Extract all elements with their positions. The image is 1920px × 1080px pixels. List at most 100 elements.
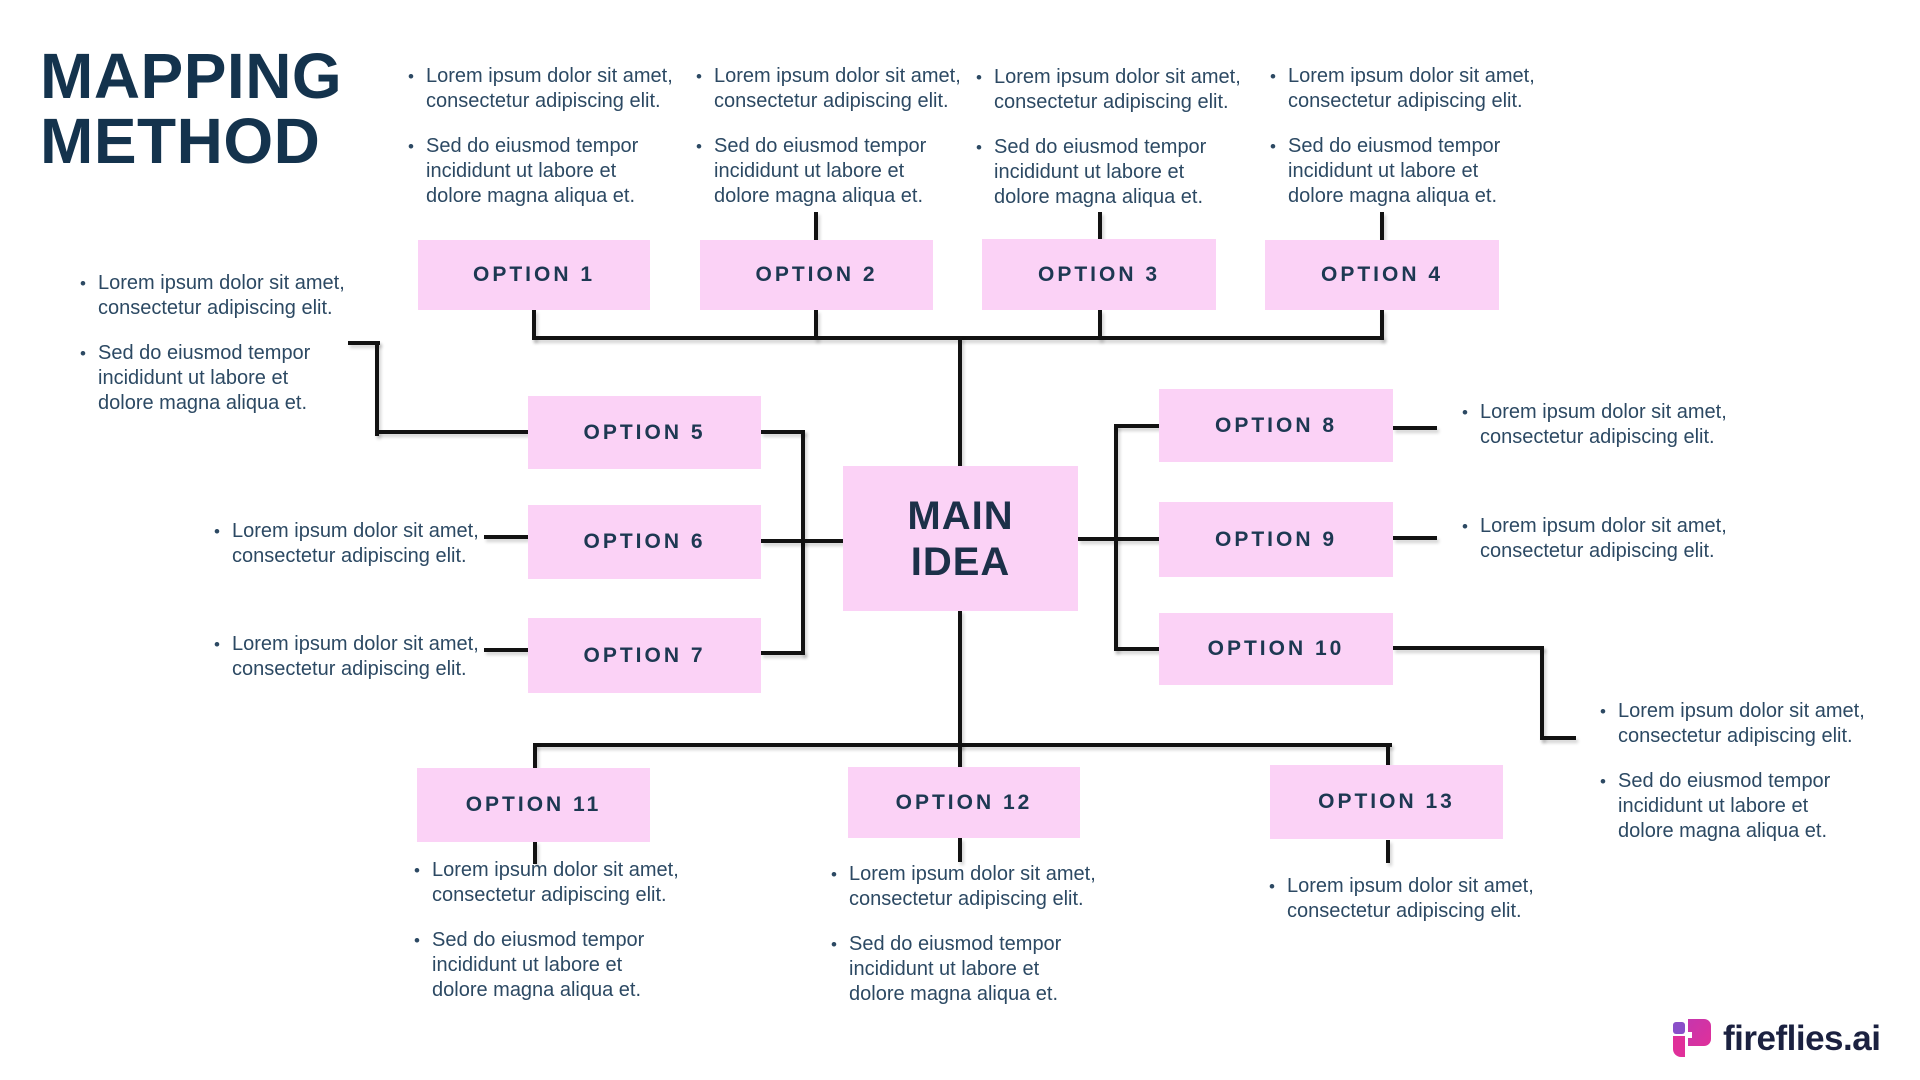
bullet-group-option-3: •Lorem ipsum dolor sit amet, consectetur… xyxy=(976,65,1256,230)
option-10-label: OPTION 10 xyxy=(1207,637,1345,660)
fireflies-logo[interactable]: fireflies.ai xyxy=(1673,1018,1881,1060)
option-11-label: OPTION 11 xyxy=(465,793,602,816)
bullet-item: •Lorem ipsum dolor sit amet, consectetur… xyxy=(214,519,494,569)
option-11-stub-top-line xyxy=(533,743,537,770)
option-3-label: OPTION 3 xyxy=(1037,262,1161,286)
left-elbow-h1-line xyxy=(348,341,380,345)
option-8-bullet-line xyxy=(1393,426,1437,430)
option-1-stub-line xyxy=(532,310,536,340)
bullet-item: • Sed do eiusmod tempor incididunt ut lab… xyxy=(1600,769,1880,844)
bullet-item: •Lorem ipsum dolor sit amet, consectetur… xyxy=(976,65,1256,115)
bullet-dot-icon: • xyxy=(408,137,414,156)
bullet-text: Sed do eiusmod tempor incididunt ut labo… xyxy=(432,929,645,1001)
main-left-line xyxy=(761,539,843,543)
bullet-item: • Sed do eiusmod tempor incididunt ut lab… xyxy=(1270,134,1550,209)
bullet-item: • Lorem ipsum dolor sit amet, consectetur… xyxy=(1462,514,1742,564)
bullet-dot-icon: • xyxy=(976,68,982,87)
option-8-box: OPTION 8 xyxy=(1159,389,1393,462)
bullet-dot-icon: • xyxy=(976,138,982,157)
option-5-label: OPTION 5 xyxy=(583,420,706,444)
option-4-box: OPTION 4 xyxy=(1265,240,1499,310)
bullet-dot-icon: • xyxy=(1270,137,1276,156)
bullet-group-option-10: • Lorem ipsum dolor sit amet, consectetur… xyxy=(1600,699,1880,864)
bullet-group-option-7: •Lorem ipsum dolor sit amet, consectetur… xyxy=(214,632,494,702)
option-3-box: OPTION 3 xyxy=(982,239,1216,310)
bullet-text: Sed do eiusmod tempor incididunt ut labo… xyxy=(1618,770,1831,842)
bullet-group-option-9: • Lorem ipsum dolor sit amet, consectetur… xyxy=(1462,514,1742,584)
tick-above-option-2-line xyxy=(814,212,818,242)
option-9-box: OPTION 9 xyxy=(1159,502,1393,577)
bullet-text: Sed do eiusmod tempor incididunt ut labo… xyxy=(849,933,1062,1005)
bullet-text: Lorem ipsum dolor sit amet, consectetur … xyxy=(1480,515,1727,562)
page-title: MAPPING METHOD xyxy=(40,40,343,177)
option-13-stub-top-line xyxy=(1386,743,1390,767)
option-9-bullet-line xyxy=(1393,536,1437,540)
bullet-item: •Lorem ipsum dolor sit amet, consectetur… xyxy=(80,271,360,321)
bullet-text: Sed do eiusmod tempor incididunt ut labo… xyxy=(1288,135,1501,207)
bullet-item: • Lorem ipsum dolor sit amet, consectetur… xyxy=(696,64,976,114)
bullet-item: • Sed do eiusmod tempor incididunt ut lab… xyxy=(976,135,1256,210)
bullet-text: Lorem ipsum dolor sit amet, consectetur … xyxy=(714,65,961,112)
tick-above-option-3-line xyxy=(1098,212,1102,242)
option-2-box: OPTION 2 xyxy=(700,240,933,310)
option-12-stub-bottom-line xyxy=(958,838,962,862)
fireflies-logo-icon xyxy=(1673,1019,1711,1057)
option-7-label: OPTION 7 xyxy=(583,643,706,667)
option-10-stub-line xyxy=(1114,647,1161,651)
bullet-text: Lorem ipsum dolor sit amet, consectetur … xyxy=(98,272,345,319)
option-6-box: OPTION 6 xyxy=(528,505,761,579)
bullet-text: Sed do eiusmod tempor incididunt ut labo… xyxy=(98,342,311,414)
main-right-line xyxy=(1078,537,1161,541)
bullet-dot-icon: • xyxy=(414,861,420,880)
option-12-label: OPTION 12 xyxy=(895,790,1033,814)
bullet-item: •Sed do eiusmod tempor incididunt ut lab… xyxy=(408,134,688,209)
option-13-label: OPTION 13 xyxy=(1318,790,1455,813)
bullet-dot-icon: • xyxy=(1462,517,1468,536)
option-1-label: OPTION 1 xyxy=(472,263,596,286)
option-5-box: OPTION 5 xyxy=(528,396,761,469)
top-trunk-line xyxy=(958,336,962,466)
option-6-label: OPTION 6 xyxy=(583,530,706,553)
right-rail-line xyxy=(1114,424,1118,651)
tick-above-option-4-line xyxy=(1380,212,1384,242)
bullet-item: •Lorem ipsum dolor sit amet, consectetur… xyxy=(831,862,1111,912)
bullet-dot-icon: • xyxy=(414,931,420,950)
left-elbow-v-line xyxy=(375,341,379,436)
bullet-dot-icon: • xyxy=(408,67,414,86)
option-10-elbow-h1-line xyxy=(1393,646,1544,650)
bullet-text: Sed do eiusmod tempor incididunt ut labo… xyxy=(714,135,927,207)
bullet-text: Lorem ipsum dolor sit amet, consectetur … xyxy=(849,863,1096,910)
bullet-dot-icon: • xyxy=(1600,772,1606,791)
bullet-text: Lorem ipsum dolor sit amet, consectetur … xyxy=(426,65,673,112)
fireflies-logo-text: fireflies.ai xyxy=(1723,1019,1881,1058)
bullet-group-option-8: •Lorem ipsum dolor sit amet, consectetur… xyxy=(1462,400,1742,470)
option-1-box: OPTION 1 xyxy=(418,240,650,310)
bottom-bus-line xyxy=(533,743,1392,747)
bullet-dot-icon: • xyxy=(696,137,702,156)
option-9-label: OPTION 9 xyxy=(1214,527,1338,551)
bullet-text: Sed do eiusmod tempor incididunt ut labo… xyxy=(994,136,1207,208)
bullet-text: Lorem ipsum dolor sit amet, consectetur … xyxy=(1618,700,1865,747)
bullet-item: • Lorem ipsum dolor sit amet, consectetur… xyxy=(408,64,688,114)
option-13-stub-bottom-line xyxy=(1386,840,1390,863)
bullet-text: Lorem ipsum dolor sit amet, consectetur … xyxy=(432,859,679,906)
option-6-bullet-line xyxy=(484,535,528,539)
bullet-item: • Sed do eiusmod tempor incididunt ut lab… xyxy=(414,928,694,1003)
bullet-group-option-11: • Lorem ipsum dolor sit amet, consectetur… xyxy=(414,858,694,1023)
bullet-text: Lorem ipsum dolor sit amet, consectetur … xyxy=(1288,65,1535,112)
option-13-box: OPTION 13 xyxy=(1270,765,1503,839)
option-10-elbow-v-line xyxy=(1540,646,1544,740)
left-elbow-h2-line xyxy=(375,430,528,434)
bullet-dot-icon: • xyxy=(1600,702,1606,721)
bullet-item: •Sed do eiusmod tempor incididunt ut lab… xyxy=(80,341,360,416)
bullet-dot-icon: • xyxy=(831,935,837,954)
bullet-item: • Sed do eiusmod tempor incididunt ut lab… xyxy=(831,932,1111,1007)
option-4-stub-line xyxy=(1380,310,1384,340)
bullet-dot-icon: • xyxy=(696,67,702,86)
option-5-stub-line xyxy=(761,430,805,434)
bullet-group-option-2: • Lorem ipsum dolor sit amet, consectetur… xyxy=(696,64,976,229)
main-idea-box: MAIN IDEA xyxy=(843,466,1078,611)
bullet-group-option-6: •Lorem ipsum dolor sit amet, consectetur… xyxy=(214,519,494,589)
bullet-text: Lorem ipsum dolor sit amet, consectetur … xyxy=(1287,875,1534,922)
